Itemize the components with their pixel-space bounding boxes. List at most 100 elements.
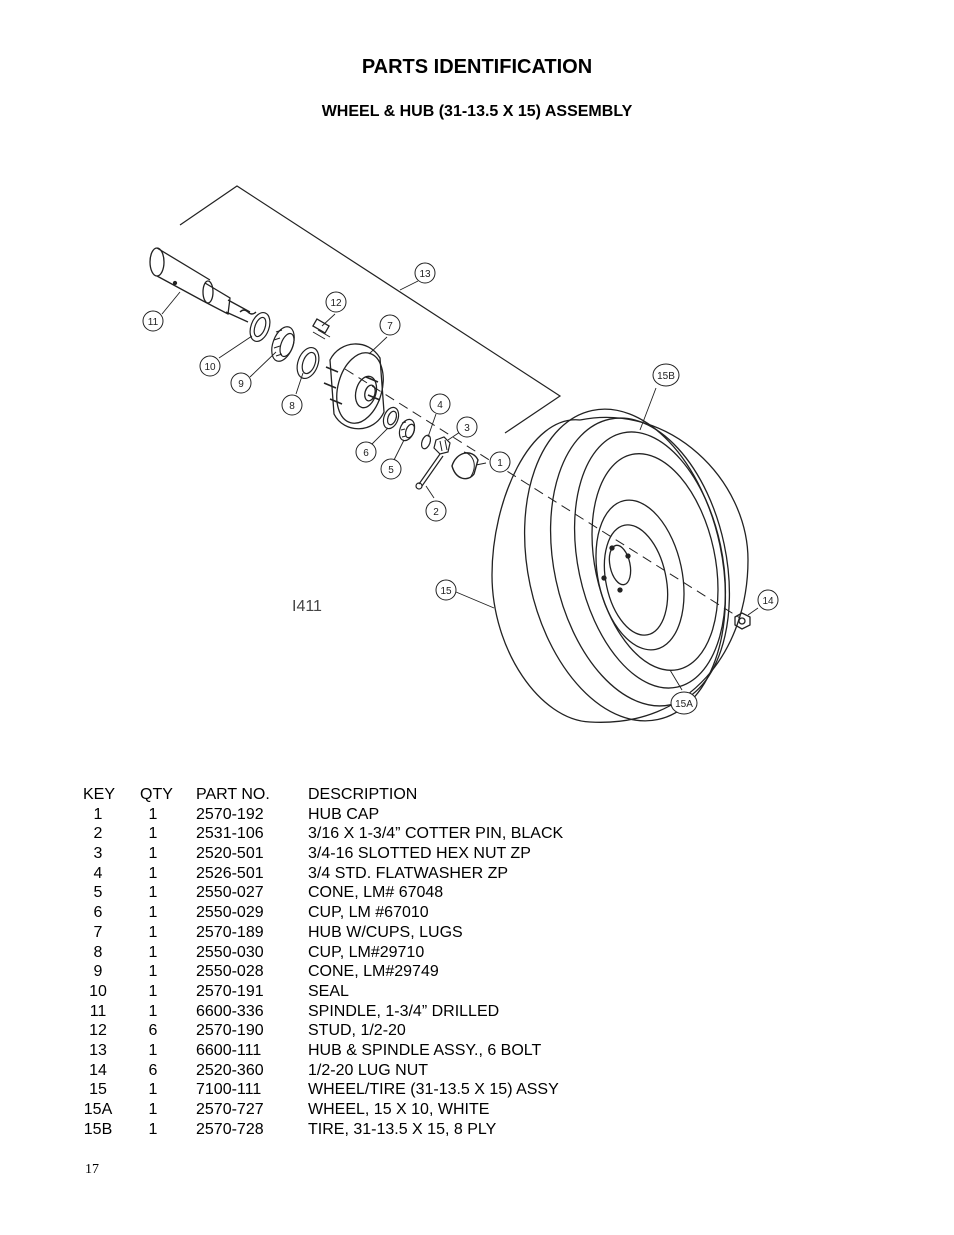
callout-13: 13 <box>419 269 431 280</box>
assembly-centerline <box>344 368 741 619</box>
description-cell: CONE, LM#29749 <box>308 963 439 981</box>
header-description: DESCRIPTION <box>308 786 418 803</box>
part-no-cell: 2570-191 <box>196 982 264 1000</box>
key-cell: 3 <box>93 845 103 863</box>
part-no-cell: 2570-189 <box>196 923 264 941</box>
spindle-part <box>149 247 257 323</box>
key-cell: 1 <box>93 805 103 823</box>
description-cell: HUB CAP <box>308 805 380 823</box>
part-no-cell: 2550-030 <box>196 943 264 961</box>
page-number: 17 <box>85 1162 99 1177</box>
callout-3-circle <box>456 416 478 438</box>
callout-9-circle <box>230 372 252 394</box>
description-cell: 3/4-16 SLOTTED HEX NUT ZP <box>308 845 531 863</box>
callout-labels: 11 10 9 8 12 7 13 4 3 1 6 5 2 15B 15 14 … <box>148 269 774 710</box>
callout-6-circle <box>355 441 377 463</box>
description-cell: HUB W/CUPS, LUGS <box>308 923 463 941</box>
callout-8-circle <box>281 394 303 416</box>
callout-13-circle <box>414 262 436 284</box>
description-cell: 3/16 X 1-3/4” COTTER PIN, BLACK <box>308 825 564 843</box>
qty-cell: 1 <box>148 923 158 941</box>
lug-nut-part <box>734 612 751 630</box>
wheel-tire-assembly <box>491 408 749 723</box>
qty-cell: 1 <box>148 825 158 843</box>
callout-2: 2 <box>433 507 439 518</box>
key-cell: 7 <box>93 923 103 941</box>
key-cell: 15 <box>89 1081 107 1099</box>
description-cell: CUP, LM #67010 <box>308 904 429 922</box>
callout-12: 12 <box>330 298 342 309</box>
callout-15b: 15B <box>657 371 675 382</box>
drawing-number: I411 <box>292 598 322 615</box>
key-cell: 12 <box>89 1022 107 1040</box>
description-cell: 3/4 STD. FLATWASHER ZP <box>308 864 509 882</box>
part-no-cell: 2570-727 <box>196 1101 264 1118</box>
callout-15: 15 <box>440 586 452 597</box>
qty-cell: 1 <box>148 1041 158 1059</box>
flatwasher-part <box>420 434 432 450</box>
callout-5: 5 <box>388 465 394 476</box>
callout-14: 14 <box>762 596 774 607</box>
part-no-cell: 6600-336 <box>196 1002 264 1020</box>
part-no-cell: 2520-360 <box>196 1061 264 1079</box>
assembly-subtitle: WHEEL & HUB (31-13.5 X 15) ASSEMBLY <box>321 103 633 120</box>
outer-cone-part <box>398 418 416 442</box>
qty-cell: 1 <box>148 805 158 823</box>
callout-4-circle <box>429 393 451 415</box>
qty-cell: 1 <box>148 1120 158 1138</box>
key-cell: 13 <box>89 1041 107 1059</box>
callout-8: 8 <box>289 401 295 412</box>
key-cell: 15B <box>83 1120 113 1138</box>
cone-part <box>271 326 295 362</box>
description-cell: 1/2-20 LUG NUT <box>308 1061 429 1079</box>
qty-cell: 6 <box>148 1022 158 1040</box>
description-cell: WHEEL/TIRE (31-13.5 X 15) ASSY <box>308 1081 559 1099</box>
hub-cap-part <box>451 451 479 480</box>
part-no-cell: 2550-029 <box>196 904 264 922</box>
key-cell: 2 <box>93 825 103 843</box>
callout-balloons <box>142 262 779 715</box>
qty-cell: 1 <box>148 864 158 882</box>
header-qty: QTY <box>140 786 173 803</box>
page-title: PARTS IDENTIFICATION <box>361 56 593 78</box>
qty-cell: 1 <box>148 904 158 922</box>
part-no-cell: 2570-728 <box>196 1120 264 1138</box>
hub-part <box>312 318 385 430</box>
qty-cell: 1 <box>148 1101 158 1118</box>
slotted-nut-part <box>433 436 451 455</box>
qty-cell: 1 <box>148 963 158 981</box>
header-key: KEY <box>83 786 116 803</box>
seal-part <box>249 311 271 343</box>
qty-cell: 1 <box>148 845 158 863</box>
part-no-cell: 2520-501 <box>196 845 264 863</box>
key-cell: 15A <box>83 1101 113 1118</box>
cup-part <box>296 346 320 380</box>
callout-1: 1 <box>497 458 503 469</box>
callout-11: 11 <box>148 317 159 328</box>
key-cell: 6 <box>93 904 103 922</box>
callout-7: 7 <box>387 321 393 332</box>
callout-12-circle <box>325 291 347 313</box>
cotter-pin-part <box>415 453 444 490</box>
callout-7-circle <box>379 314 401 336</box>
callout-6: 6 <box>363 448 369 459</box>
part-no-cell: 2570-192 <box>196 805 264 823</box>
description-cell: CUP, LM#29710 <box>308 943 425 961</box>
callout-5-circle <box>380 458 402 480</box>
callout-15a-circle <box>670 691 698 715</box>
part-no-cell: 2526-501 <box>196 864 264 882</box>
callout-leaders <box>161 280 759 691</box>
description-cell: CONE, LM# 67048 <box>308 884 444 902</box>
callout-3: 3 <box>464 423 470 434</box>
part-no-cell: 7100-111 <box>196 1081 262 1099</box>
part-no-cell: 2531-106 <box>196 825 264 843</box>
callout-15b-circle <box>652 363 680 387</box>
callout-11-circle <box>142 310 164 332</box>
key-cell: 10 <box>89 982 107 1000</box>
header-part-no: PART NO. <box>196 786 270 803</box>
callout-15a: 15A <box>675 699 693 710</box>
key-cell: 5 <box>93 884 103 902</box>
callout-15-circle <box>435 579 457 601</box>
qty-cell: 1 <box>148 943 158 961</box>
callout-10-circle <box>199 355 221 377</box>
